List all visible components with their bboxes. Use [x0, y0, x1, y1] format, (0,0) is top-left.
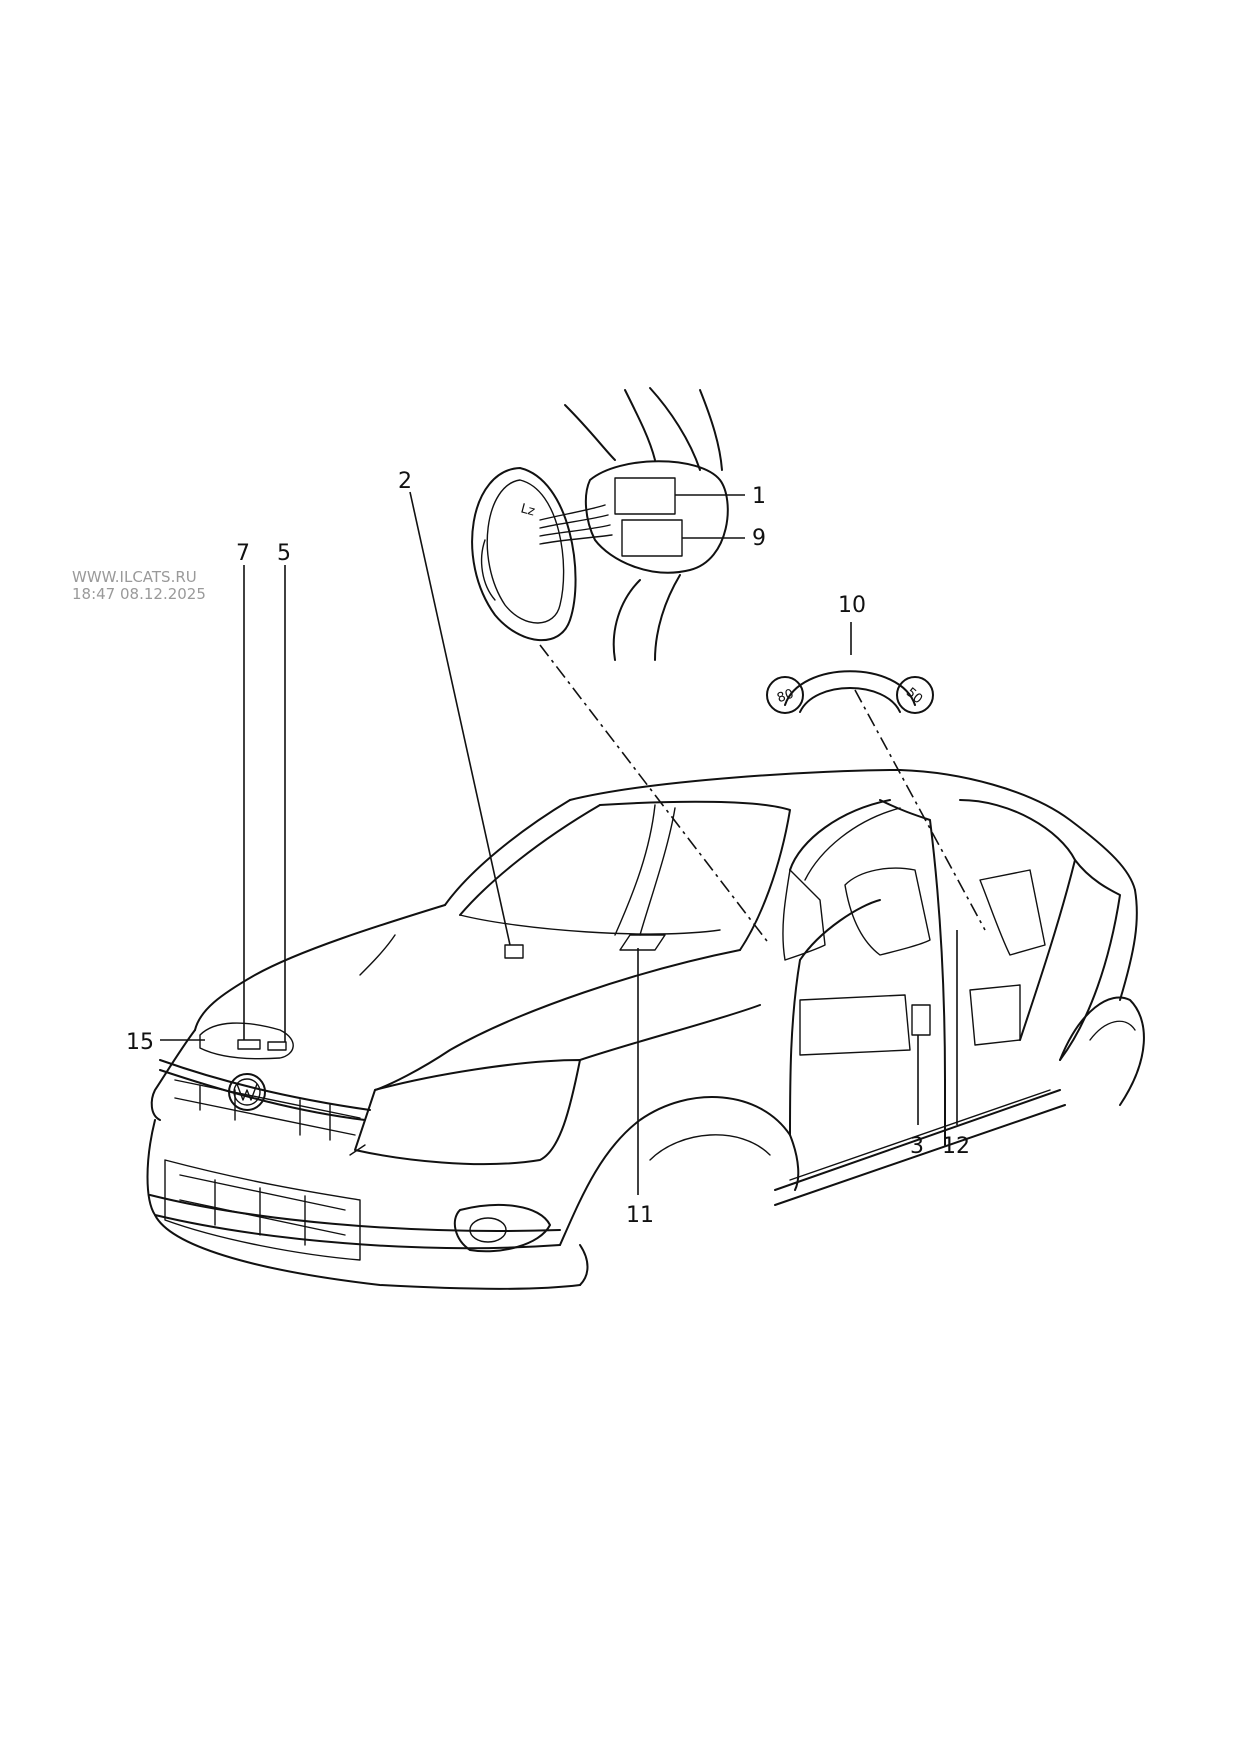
callout-12: 12 — [942, 1134, 970, 1159]
speed-value-right: 50 — [903, 685, 925, 707]
watermark-timestamp: 18:47 08.12.2025 — [72, 585, 206, 603]
sticker-location-line — [854, 689, 986, 931]
fuel-cap-marking: Lz — [519, 501, 537, 519]
emblem-sticker-7 — [237, 1039, 261, 1050]
callout-11: 11 — [626, 1203, 654, 1228]
speed-value-left: 80 — [775, 687, 796, 707]
car-body — [146, 769, 1145, 1290]
watermark-site: WWW.ILCATS.RU — [72, 568, 197, 586]
callout-1: 1 — [752, 484, 766, 509]
callout-7: 7 — [236, 541, 250, 566]
callout-5: 5 — [277, 541, 291, 566]
callout-9: 9 — [752, 526, 766, 551]
fuel-label-lower — [621, 519, 683, 557]
filler-location-line — [539, 644, 771, 946]
callout-10: 10 — [838, 593, 866, 618]
leader-2 — [409, 491, 511, 946]
dash-sticker — [619, 934, 666, 951]
fuel-label-upper — [614, 477, 676, 515]
callout-3: 3 — [910, 1134, 924, 1159]
vw-emblem — [228, 1073, 266, 1111]
emblem-sticker-5 — [267, 1041, 287, 1051]
windshield-sticker — [504, 944, 524, 959]
fuel-filler-detail: Lz — [471, 387, 729, 661]
callout-2: 2 — [398, 469, 412, 494]
callout-15: 15 — [126, 1030, 154, 1055]
speed-sticker: 80 50 — [766, 670, 934, 714]
b-pillar-sticker — [911, 1004, 931, 1036]
